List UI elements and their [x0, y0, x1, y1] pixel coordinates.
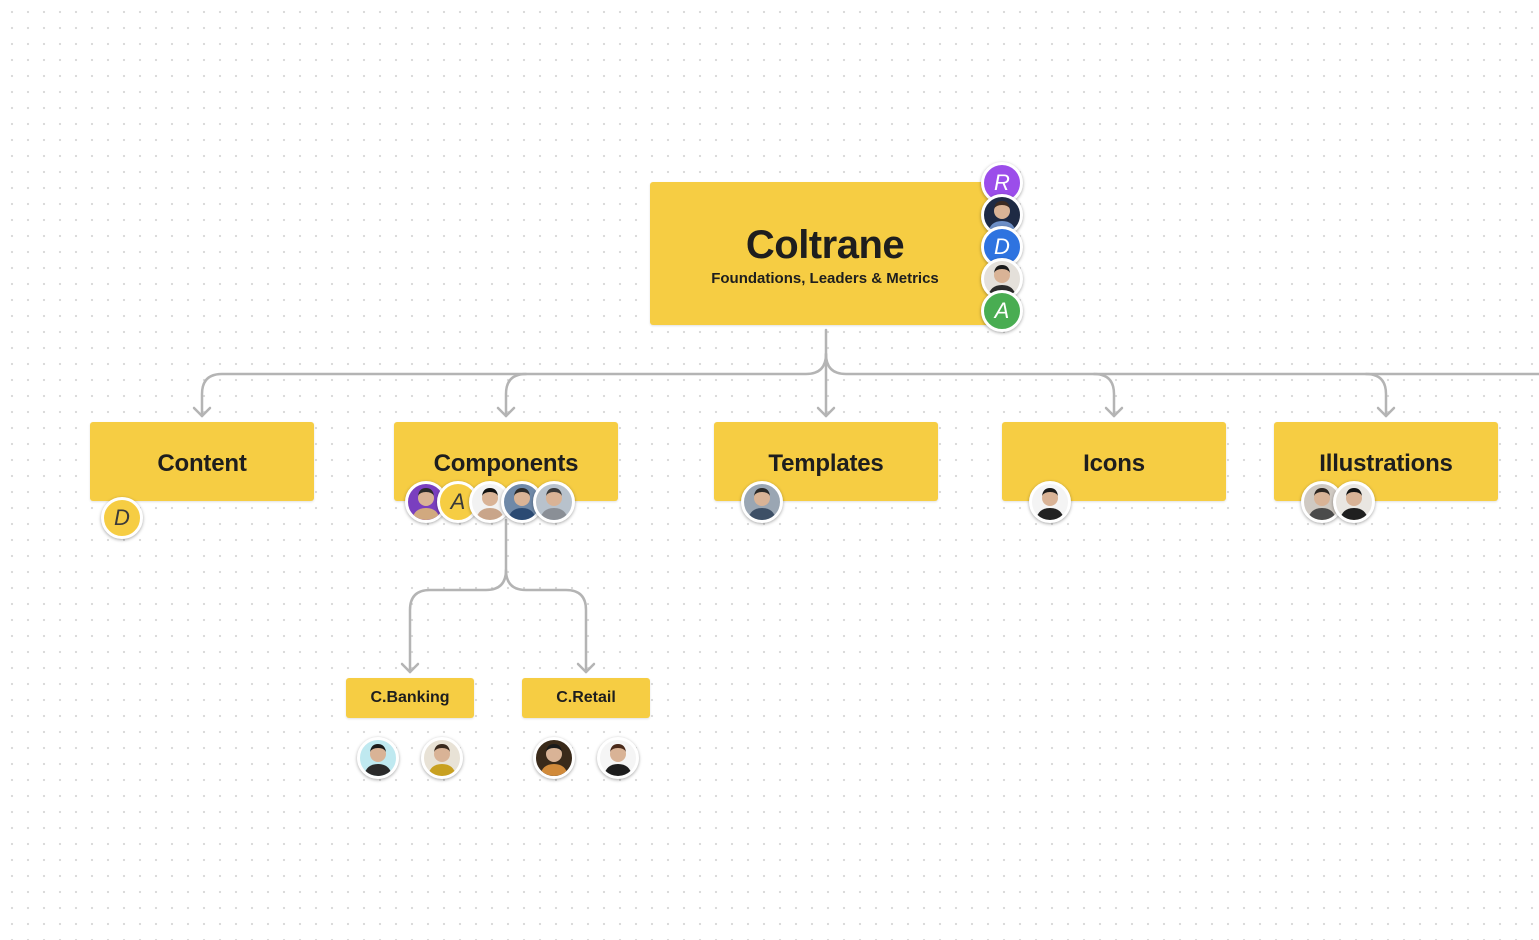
avatar-a[interactable]: A — [437, 481, 479, 523]
person-photo-icon — [748, 488, 776, 520]
avatar-photo[interactable] — [741, 481, 783, 523]
connector-illustrations — [1092, 372, 1388, 418]
person-photo-icon — [1036, 488, 1064, 520]
arrowhead-icons — [1104, 406, 1124, 418]
person-photo-icon — [428, 744, 456, 776]
node-label: Content — [157, 450, 247, 477]
arrowhead-illustrations — [1376, 406, 1396, 418]
person-photo-icon — [540, 488, 568, 520]
arrowhead-components — [496, 406, 516, 418]
avatar-initial: D — [994, 234, 1010, 259]
avatar-photo[interactable] — [405, 481, 447, 523]
arrowhead-content — [192, 406, 212, 418]
connector-c-banking — [408, 518, 508, 674]
node-label: Illustrations — [1319, 450, 1453, 477]
avatar-initial: D — [114, 505, 130, 530]
avatar-photo[interactable] — [1029, 481, 1071, 523]
node-label: Components — [433, 450, 579, 477]
arrowhead-c-banking — [400, 662, 420, 674]
node-c-banking[interactable]: C.Banking — [346, 678, 474, 718]
connector-icons — [824, 352, 1116, 418]
person-photo-icon — [364, 744, 392, 776]
person-photo-icon — [476, 488, 504, 520]
node-subtitle: Foundations, Leaders & Metrics — [711, 270, 939, 287]
person-photo-icon — [540, 744, 568, 776]
node-label: C.Retail — [556, 689, 616, 706]
avatar-a[interactable]: A — [981, 290, 1023, 332]
person-photo-icon — [1340, 488, 1368, 520]
avatar-photo[interactable] — [1333, 481, 1375, 523]
person-photo-icon — [412, 488, 440, 520]
connector-c-retail — [504, 568, 588, 674]
connector-components — [504, 372, 528, 418]
node-c-retail[interactable]: C.Retail — [522, 678, 650, 718]
avatar-photo[interactable] — [533, 737, 575, 779]
avatar-photo[interactable] — [421, 737, 463, 779]
person-photo-icon — [604, 744, 632, 776]
avatar-photo[interactable] — [533, 481, 575, 523]
node-title: Coltrane — [745, 223, 905, 267]
avatar-d[interactable]: D — [101, 497, 143, 539]
avatar-photo[interactable] — [597, 737, 639, 779]
avatar-photo[interactable] — [357, 737, 399, 779]
connector-content — [200, 328, 828, 418]
avatar-initial: R — [994, 170, 1010, 195]
node-icons[interactable]: Icons — [1002, 422, 1226, 501]
person-photo-icon — [1308, 488, 1336, 520]
arrowhead-templates — [816, 406, 836, 418]
arrowhead-c-retail — [576, 662, 596, 674]
node-coltrane[interactable]: Coltrane Foundations, Leaders & Metrics — [650, 182, 1000, 325]
node-label: C.Banking — [370, 689, 450, 706]
person-photo-icon — [508, 488, 536, 520]
node-label: Templates — [768, 450, 884, 477]
node-content[interactable]: Content — [90, 422, 314, 501]
avatar-initial: A — [450, 489, 466, 514]
node-label: Icons — [1083, 450, 1145, 477]
avatar-initial: A — [994, 298, 1010, 323]
